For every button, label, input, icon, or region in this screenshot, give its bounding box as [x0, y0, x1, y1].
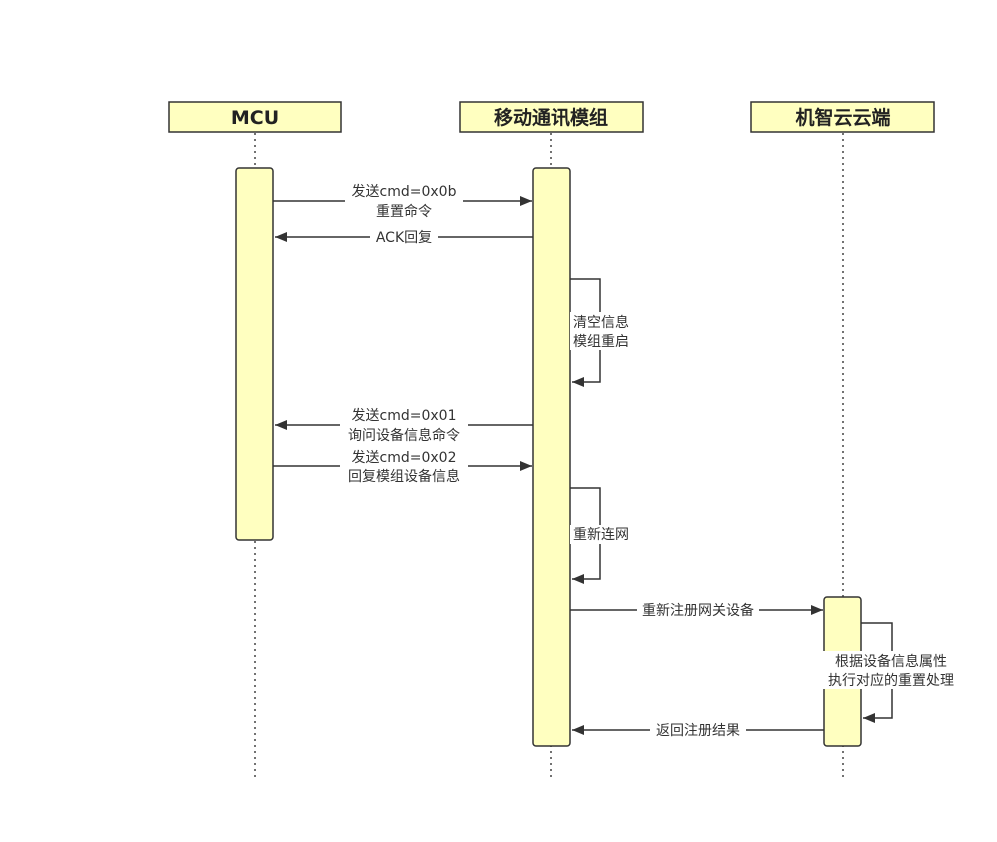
message-reconnect-label: 重新连网: [573, 527, 629, 543]
participant-module-label: 移动通讯模组: [494, 106, 608, 129]
message-clear-restart: 清空信息 模组重启: [570, 278, 632, 387]
message-query-info: 发送cmd=0x01 询问设备信息命令: [275, 406, 533, 444]
participant-module: 移动通讯模组: [459, 101, 644, 133]
message-return-result: 返回注册结果: [572, 721, 824, 739]
message-cloud-process-line1: 根据设备信息属性: [835, 653, 947, 670]
participant-mcu-label: MCU: [231, 107, 279, 129]
message-reconnect: 重新连网: [570, 487, 632, 584]
message-send-reset-line2: 重置命令: [376, 203, 432, 220]
message-reply-info-line2: 回复模组设备信息: [348, 468, 460, 485]
message-register-gateway-label: 重新注册网关设备: [642, 602, 754, 619]
message-ack: ACK回复: [275, 228, 533, 246]
message-send-reset: 发送cmd=0x0b 重置命令: [273, 182, 532, 220]
message-cloud-process: 根据设备信息属性 执行对应的重置处理: [822, 622, 960, 723]
message-reply-info-line1: 发送cmd=0x02: [352, 450, 457, 466]
message-query-info-line2: 询问设备信息命令: [348, 427, 460, 444]
participant-mcu: MCU: [168, 101, 342, 133]
message-ack-label: ACK回复: [376, 229, 432, 246]
message-register-gateway: 重新注册网关设备: [570, 601, 823, 619]
message-clear-restart-line2: 模组重启: [573, 334, 629, 350]
activation-module: [532, 167, 571, 747]
message-send-reset-line1: 发送cmd=0x0b: [352, 184, 457, 200]
participant-cloud: 机智云云端: [750, 101, 935, 133]
participant-cloud-label: 机智云云端: [795, 106, 890, 129]
message-query-info-line1: 发送cmd=0x01: [352, 408, 457, 424]
message-cloud-process-line2: 执行对应的重置处理: [828, 672, 954, 689]
activation-mcu: [235, 167, 274, 541]
message-reply-info: 发送cmd=0x02 回复模组设备信息: [273, 447, 532, 485]
message-return-result-label: 返回注册结果: [656, 723, 740, 739]
message-clear-restart-line1: 清空信息: [573, 314, 629, 331]
